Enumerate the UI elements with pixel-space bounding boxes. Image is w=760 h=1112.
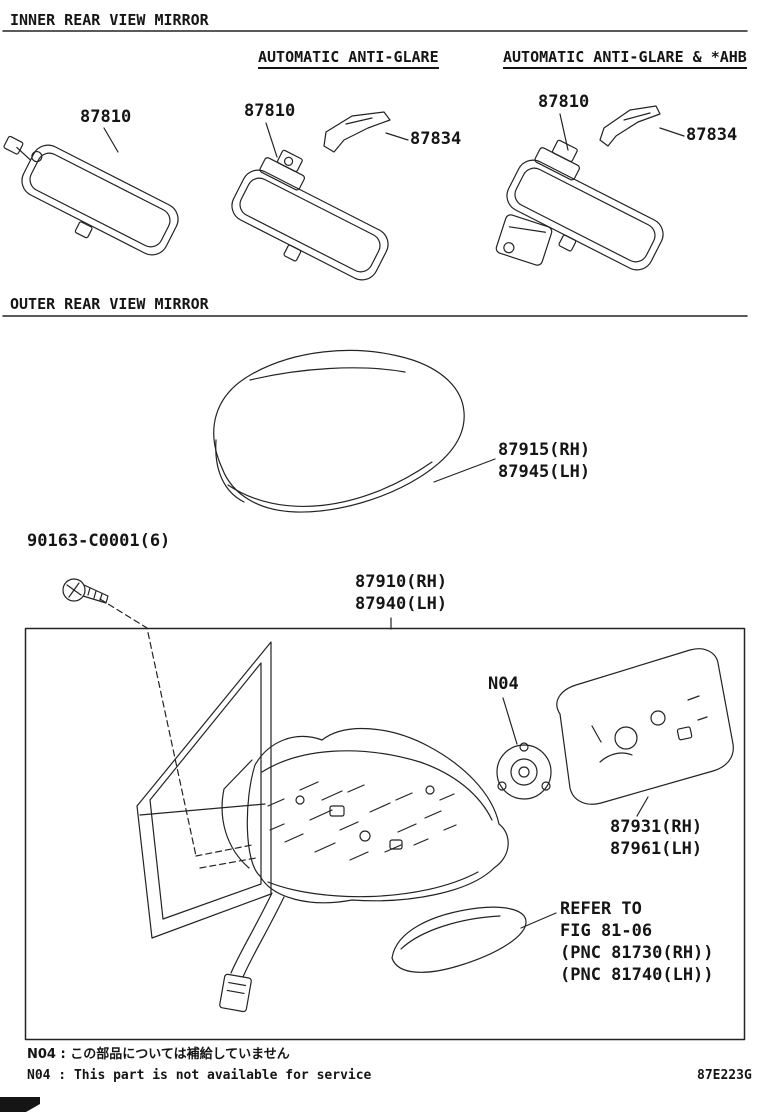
door-corner-drawing bbox=[136, 641, 272, 939]
refer-note-line-4: (PNC 81740(LH)) bbox=[560, 965, 714, 985]
ahb-camera-housing-drawing bbox=[495, 214, 553, 266]
section-title-inner: INNER REAR VIEW MIRROR bbox=[10, 11, 209, 29]
inner-mirror-antiglare-ahb-drawing bbox=[506, 139, 664, 271]
section-title-outer: OUTER REAR VIEW MIRROR bbox=[10, 295, 209, 313]
mirror-assembly-drawing bbox=[246, 727, 509, 904]
figure-code: 87E223G bbox=[697, 1068, 752, 1083]
refer-note-line-1: REFER TO bbox=[560, 899, 642, 919]
footer-note-english: N04 : This part is not available for ser… bbox=[27, 1068, 372, 1083]
part-label-assembly-rh: 87910(RH) bbox=[355, 572, 448, 592]
turn-signal-lamp-drawing bbox=[391, 906, 527, 973]
screw-drawing bbox=[62, 578, 109, 604]
dashed-leader-lines bbox=[99, 598, 257, 869]
part-label-outer-cover-rh: 87915(RH) bbox=[498, 440, 591, 460]
assembly-box-border bbox=[24, 627, 746, 1041]
part-label-glass-lh: 87961(LH) bbox=[610, 839, 703, 859]
mirror-cover-clip-antiglare-drawing bbox=[323, 111, 391, 153]
section-rules bbox=[2, 30, 748, 317]
part-label-87834-antiglare: 87834 bbox=[410, 129, 462, 149]
part-label-87810-antiglare-ahb: 87810 bbox=[538, 92, 590, 112]
mirror-glass-drawing bbox=[556, 648, 734, 805]
part-label-87810-antiglare: 87810 bbox=[244, 101, 296, 121]
corner-print-mark bbox=[0, 1097, 40, 1112]
footer-note-japanese: N04 : この部品については補給していません bbox=[27, 1047, 290, 1062]
inner-mirror-standard-drawing bbox=[3, 135, 179, 256]
part-label-screw: 90163-C0001(6) bbox=[27, 531, 171, 551]
variant-header-antiglare: AUTOMATIC ANTI-GLARE bbox=[258, 48, 439, 69]
part-label-glass-rh: 87931(RH) bbox=[610, 817, 703, 837]
refer-note-line-2: FIG 81-06 bbox=[560, 921, 653, 941]
mirror-cover-clip-ahb-drawing bbox=[599, 105, 661, 147]
n04-flag-label: N04 bbox=[488, 674, 519, 694]
part-label-87834-antiglare-ahb: 87834 bbox=[686, 125, 738, 145]
inner-mirror-antiglare-drawing bbox=[231, 149, 389, 281]
wire-harness-drawing bbox=[219, 892, 285, 1013]
mirror-actuator-drawing bbox=[496, 742, 552, 800]
part-label-87810-standard: 87810 bbox=[80, 107, 132, 127]
refer-note-line-3: (PNC 81730(RH)) bbox=[560, 943, 714, 963]
part-label-assembly-lh: 87940(LH) bbox=[355, 594, 448, 614]
outer-mirror-cover-drawing bbox=[213, 349, 465, 513]
variant-header-antiglare-ahb: AUTOMATIC ANTI-GLARE & *AHB bbox=[503, 48, 747, 69]
part-label-outer-cover-lh: 87945(LH) bbox=[498, 462, 591, 482]
leader-lines bbox=[103, 113, 685, 929]
